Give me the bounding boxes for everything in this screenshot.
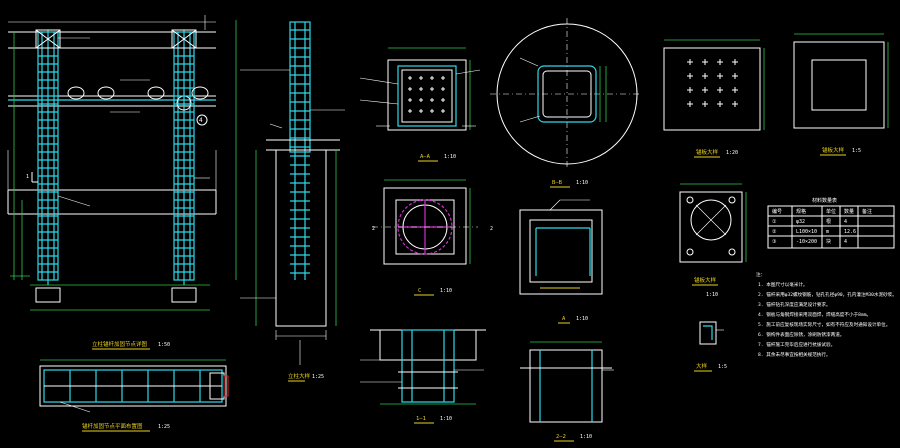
note-line: 5. 施工前应复核现场实际尺寸，如有不符应及时通知设计单位。 [758,321,890,328]
elevation-cut-marker: 1 [26,174,29,180]
table-cell: 4 [844,219,847,225]
table-cell: m [826,229,829,235]
pile-scale: 1:25 [312,374,324,380]
plate-1-title: 锚板大样 [696,148,719,156]
section-aa-scale: 1:10 [444,154,456,160]
plate-2-title: 锚板大样 [822,146,845,154]
section-bb-title: B—B [552,180,563,186]
cut-right: 2 [490,226,493,232]
note-line: 8. 其余未尽事宜按相关规范执行。 [758,351,831,358]
table-cell: ① [772,219,777,225]
section-11-title: 1—1 [416,416,426,422]
section-11-plan: 2 2 [372,179,493,265]
plate-3-title: 锚板大样 [694,276,717,284]
plate-2-scale: 1:5 [852,148,861,154]
table-cell: 根 [826,218,831,225]
table-cell: 4 [844,239,847,245]
note-line: 2. 锚杆采用φ32螺纹钢筋，钻孔孔径φ90，孔内灌注M30水泥砂浆。 [758,291,897,298]
cut-left: 2 [372,226,375,232]
table-cells: 编号 规格 单位 数量 备注 ① φ32 根 4 ② L100×10 m 12.6 ③ -10×200 块 4 [772,208,872,245]
corner-title: 大样 [696,362,708,370]
note-line: 6. 钢构件表面应除锈，涂刷防锈漆两道。 [758,331,844,338]
section-11-elev [360,329,486,405]
material-table: 材料数量表 编号 规格 单位 数量 备注 ① φ32 根 4 ② L100×10 m 12.6 ③ -10×… [767,197,895,249]
table-header-cell: 备注 [862,208,872,215]
plan-strip-scale: 1:25 [158,424,170,430]
column-ticks [38,55,194,273]
note-line: 7. 锚杆施工完毕后应进行抗拔试验。 [758,341,835,348]
table-header-cell: 数量 [844,208,854,215]
notes-lines: 1. 本图尺寸以毫米计。 2. 锚杆采用φ32螺纹钢筋，钻孔孔径φ90，孔内灌注M… [758,281,897,358]
elevation-view: 4 1 [7,15,237,311]
section-11-scale: 1:10 [440,416,452,422]
plan-c-scale: 1:10 [440,288,452,294]
table-header-cell: 单位 [826,208,836,215]
elevation-scale: 1:50 [158,342,170,348]
plan-strip [39,359,229,413]
note-line: 1. 本图尺寸以毫米计。 [758,281,808,288]
table-cell: ② [772,229,777,235]
note-line: 3. 锚杆钻孔深度应满足设计要求。 [758,301,831,308]
table-header-cell: 规格 [796,208,806,215]
detail-a-scale: 1:10 [576,316,588,322]
plan-strip-title: 锚杆加固节点平面布置图 [82,422,143,430]
plate-3 [679,183,747,263]
plate-2 [793,33,889,129]
section-bb [490,18,640,170]
table-cell: -10×200 [796,239,817,245]
table-cell: 12.6 [844,229,856,235]
section-aa [359,47,481,131]
notes-title: 注： [756,271,765,278]
section-bb-scale: 1:10 [576,180,588,186]
pile-title: 立柱大样 [288,372,311,380]
elevation-title: 立柱锚杆加固节点详图 [92,340,148,348]
detail-a [519,199,603,295]
plate-3-scale: 1:10 [706,292,718,298]
table-cell: φ32 [796,219,805,225]
plate-1-scale: 1:20 [726,150,738,156]
notes-block: 注： 1. 本图尺寸以毫米计。 2. 锚杆采用φ32螺纹钢筋，钻孔孔径φ90，孔内… [756,271,897,358]
corner-detail [699,321,724,345]
plan-c-title: C [418,288,421,294]
section-22-scale: 1:10 [580,434,592,440]
section-aa-title: A—A [420,154,431,160]
table-cell: 块 [826,238,831,245]
table-header-cell: 编号 [772,208,782,215]
pile-ticks [290,29,310,274]
table-title: 材料数量表 [812,197,837,204]
section-22 [520,341,614,423]
plate-crosses [687,59,738,107]
plate-1 [663,39,765,131]
corner-scale: 1:5 [718,364,727,370]
note-line: 4. 钢板与角钢焊接采用双面焊，焊缝高度不小于8mm。 [758,311,871,318]
table-cell: ③ [772,239,777,245]
pile-view [240,21,345,365]
detail-a-title: A [562,316,566,322]
elevation-marker: 4 [199,117,203,124]
section-22-title: 2—2 [556,434,566,440]
table-cell: L100×10 [796,229,817,235]
aa-bolt-grid [408,76,445,113]
